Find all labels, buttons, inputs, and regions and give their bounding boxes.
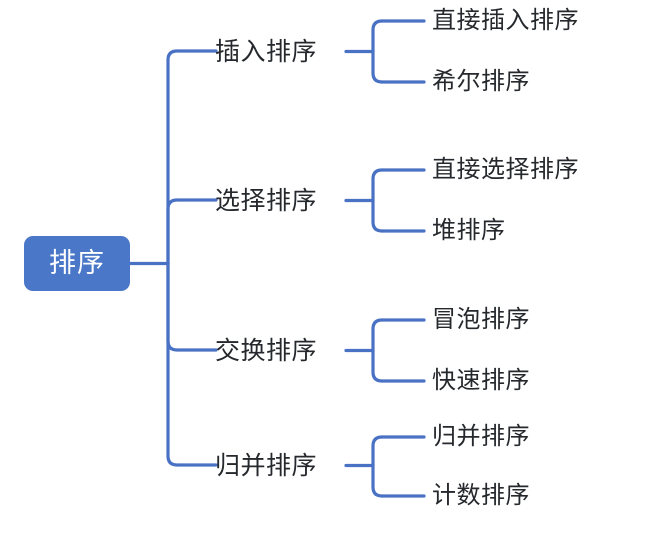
leaf-node-label: 冒泡排序 [432, 306, 530, 333]
connector-branch-2-bracket [371, 168, 384, 233]
connector-branch-1-bracket [371, 19, 384, 84]
root-node-label: 排序 [49, 248, 105, 278]
connector-trunk-branch-2 [166, 198, 218, 266]
leaf-node-label: 直接插入排序 [432, 7, 579, 34]
leaf-node-label: 归并排序 [432, 423, 530, 450]
leaf-node-quick-sort[interactable]: 快速排序 [432, 365, 530, 397]
leaf-node-label: 希尔排序 [432, 68, 530, 95]
branch-node-label: 归并排序 [215, 451, 318, 480]
branch-node-label: 插入排序 [215, 37, 318, 66]
connector-branch-3-bracket [371, 318, 384, 383]
connector-trunk-branch-1 [166, 49, 218, 266]
branch-node-selection-sort[interactable]: 选择排序 [215, 184, 317, 218]
leaf-node-counting-sort[interactable]: 计数排序 [432, 480, 530, 512]
connector-trunk-branch-3 [166, 261, 218, 352]
leaf-node-merge-sort[interactable]: 归并排序 [432, 421, 530, 453]
branch-node-insertion-sort[interactable]: 插入排序 [215, 35, 317, 69]
leaf-node-heap-sort[interactable]: 堆排序 [432, 215, 506, 247]
connector-branch-4-bracket [371, 435, 384, 498]
leaf-node-label: 直接选择排序 [432, 156, 579, 183]
leaf-node-bubble-sort[interactable]: 冒泡排序 [432, 304, 530, 336]
branch-node-merge-sort[interactable]: 归并排序 [215, 449, 317, 483]
connector-trunk-branch-4 [166, 261, 218, 467]
leaf-node-label: 堆排序 [432, 217, 506, 244]
leaf-node-label: 计数排序 [432, 482, 530, 509]
branch-node-label: 交换排序 [215, 336, 318, 365]
leaf-node-label: 快速排序 [432, 367, 530, 394]
branch-node-exchange-sort[interactable]: 交换排序 [215, 334, 317, 368]
leaf-node-direct-selection-sort[interactable]: 直接选择排序 [432, 154, 579, 186]
leaf-node-direct-insertion-sort[interactable]: 直接插入排序 [432, 5, 579, 37]
leaf-node-shell-sort[interactable]: 希尔排序 [432, 66, 530, 98]
branch-node-label: 选择排序 [215, 186, 318, 215]
root-node[interactable]: 排序 [24, 236, 130, 291]
